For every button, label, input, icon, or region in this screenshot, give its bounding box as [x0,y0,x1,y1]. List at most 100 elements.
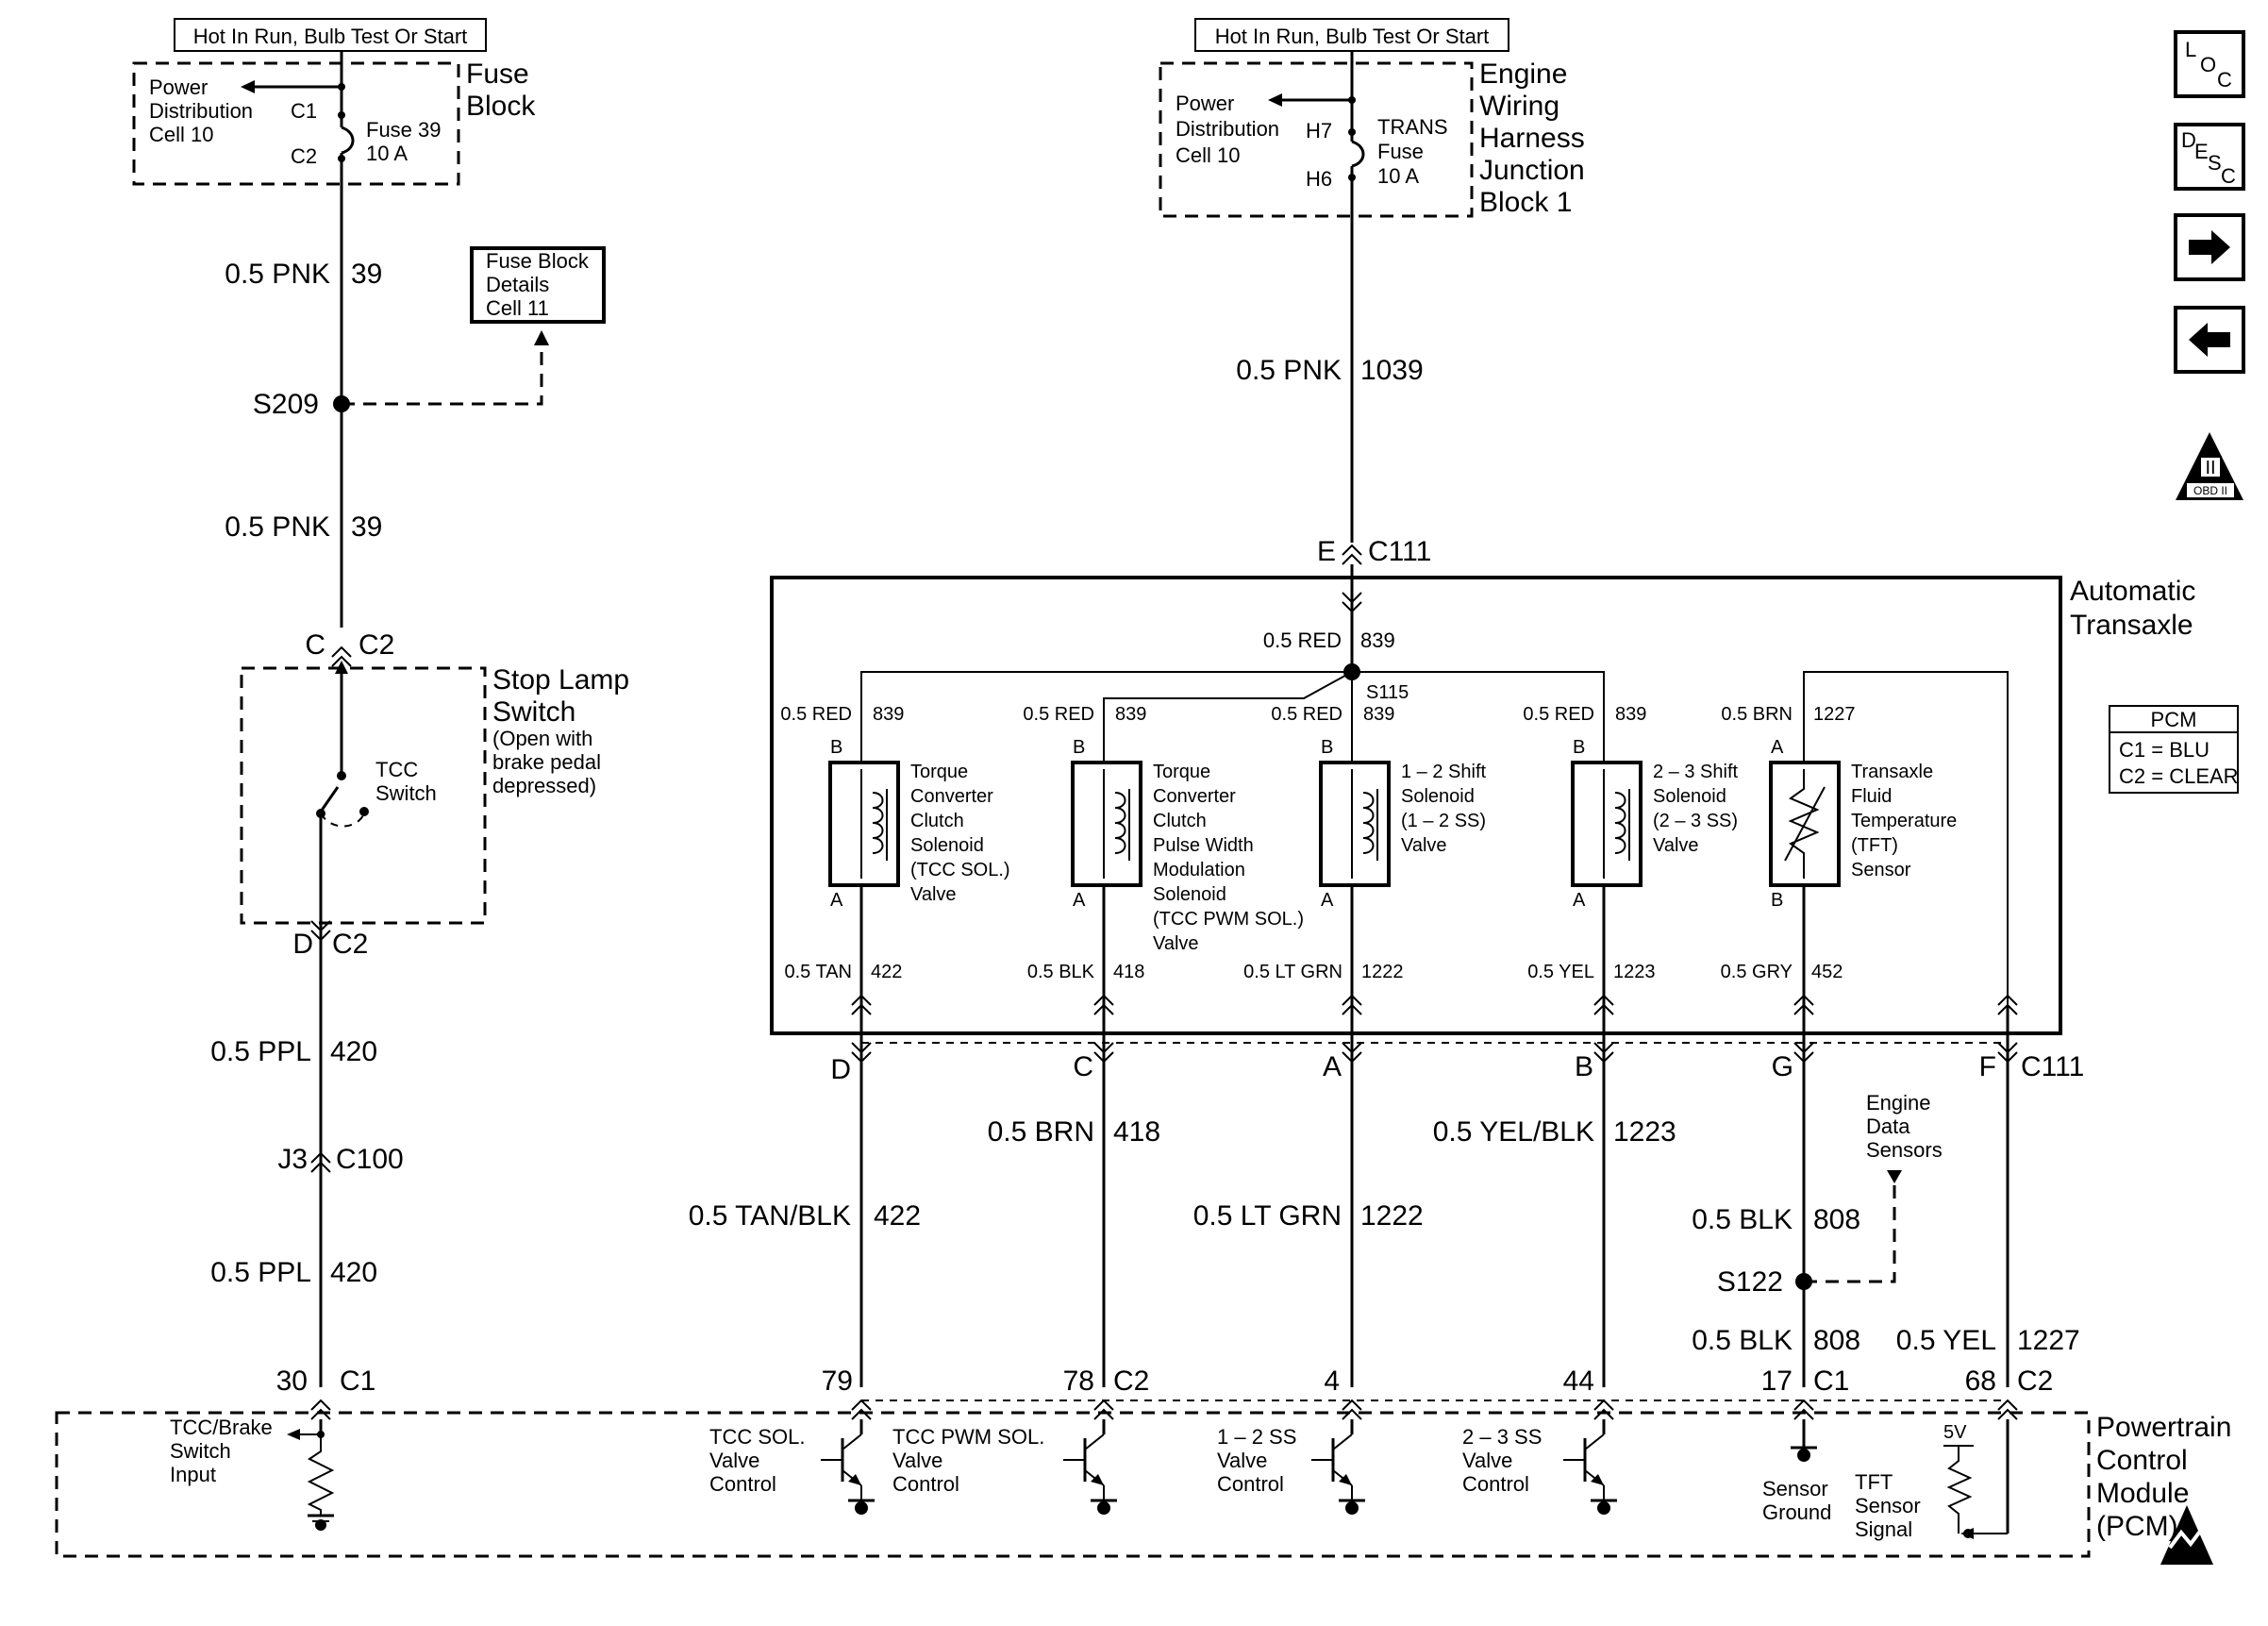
jb-power-2: Distribution [1176,117,1279,141]
junction-block-box [1159,61,1474,218]
previous-page-button[interactable] [2174,306,2245,374]
switch-arrow [335,661,348,674]
hot-label-left: Hot In Run, Bulb Test Or Start [193,25,468,48]
eds-arrow [1887,1170,1902,1183]
sg-1: Sensor [1762,1477,1828,1500]
c111-e-pin: E [1317,536,1336,567]
prev-box[interactable] [2174,306,2245,374]
c5-label-0: Transaxle [1851,762,1933,782]
d3-2: Valve [1217,1449,1267,1472]
c2-top-pin: B [1073,737,1085,758]
d2-2: Valve [892,1449,942,1472]
c3-label-2: (1 – 2 SS) [1401,811,1486,831]
loc-box[interactable] [2174,30,2245,98]
d3-collector [1332,1433,1353,1450]
jb-h6: H6 [1306,167,1332,191]
v5-label: 5V [1943,1422,1967,1443]
w1222-color: 0.5 LT GRN [1193,1200,1342,1232]
fb-node [338,83,345,91]
jb-power-3: Cell 10 [1176,143,1240,167]
d2-ground-dot [1097,1501,1110,1515]
w4-color: 0.5 PPL [210,1257,311,1288]
pcm-conn-icon-4 [1342,1399,1362,1420]
w418-color: 0.5 BRN [988,1116,1094,1148]
s122-splice [1795,1273,1812,1290]
c3-top-pin: B [1321,737,1333,758]
fuse-block-box [132,61,460,186]
obd-ii-button[interactable]: II OBD II [2176,432,2243,500]
description-button[interactable]: D E S C [2174,123,2245,191]
conn-top: C2 [359,629,394,661]
pcm-conn-icon-78 [1093,1399,1114,1420]
sls-note-3: depressed) [492,774,596,797]
c111-pin-f: F [1979,1051,1996,1082]
d1-arrow [848,1474,861,1485]
c111-pin-d: D [830,1054,851,1085]
c111-pin-g: G [1772,1051,1793,1082]
conn-bot: C2 [332,929,368,960]
eds-3: Sensors [1866,1138,1943,1162]
c4-top-color: 0.5 RED [1523,704,1594,725]
transaxle-box [770,576,2062,1035]
c3-bot-num: 1222 [1361,962,1404,982]
location-button[interactable]: L O C [2174,30,2245,98]
c5-label-3: (TFT) [1851,835,1898,856]
pcm-pin-68: 68 [1965,1366,1996,1397]
pcm-pin-44: 44 [1563,1366,1594,1397]
sg-ground-dot [1797,1449,1810,1462]
arrow-left-icon [2189,323,2230,357]
c1-label-3: Solenoid [910,835,984,856]
w2-color: 0.5 PNK [225,511,330,543]
pcm-conn-icon-17 [1793,1399,1814,1420]
desc-box[interactable] [2174,123,2245,191]
fuse-details-box [470,246,606,324]
next-box[interactable] [2174,213,2245,281]
jb-title-3: Harness [1479,123,1585,154]
c5-bot-num: 452 [1811,962,1843,982]
jb-arrow-head [1268,93,1282,107]
w1039-color: 0.5 PNK [1236,355,1342,386]
shift-solenoid-1-2: 0.5 RED 839 B A 1 – 2 Shift Solenoid (1 … [1243,704,1486,982]
pcm-pin-78: 78 [1063,1366,1094,1397]
c3-bot-pin: A [1321,890,1334,911]
pcm-title-2: Control [2096,1445,2188,1476]
d4-3: Control [1462,1472,1529,1496]
w3-num: 420 [330,1036,377,1067]
tx-pwm-feed [1103,671,1353,763]
tx-title-1: Automatic [2070,576,2195,607]
tcc-in-2: Switch [170,1439,231,1463]
c2-label-3: Pulse Width [1153,835,1254,856]
c2-label-7: Valve [1153,933,1199,954]
pcm-conn-c2b: C2 [2017,1366,2053,1397]
pcm-conn-c2a: C2 [1113,1366,1149,1397]
pcm-title-3: Module [2096,1478,2189,1509]
pcm-title-1: Powertrain [2096,1412,2231,1443]
fuse-block-title-1: Fuse [466,59,529,90]
pcm-box [55,1411,2091,1558]
d3-arrow [1339,1474,1352,1485]
c4-label-0: 2 – 3 Shift [1653,762,1739,782]
c2-top-color: 0.5 RED [1023,704,1094,725]
c1-label-5: Valve [910,884,957,905]
c2-bot-pin: A [1073,890,1086,911]
w4-num: 420 [330,1257,377,1288]
next-page-button[interactable] [2174,213,2245,281]
c5-thermal-arrow [1784,786,1826,862]
c2-label-5: Solenoid [1153,884,1226,905]
jb-title-5: Block 1 [1479,187,1572,218]
c111-pin-c: C [1073,1051,1093,1082]
c2-label-2: Clutch [1153,811,1207,831]
jb-h7-node [1348,128,1356,136]
w422-num: 422 [874,1200,921,1232]
c3-label-3: Valve [1401,835,1447,856]
conn-c111-top-icon [1342,544,1362,565]
obd-2: OBD II [2193,484,2227,497]
pcm-driver-2-3-ss: 2 – 3 SS Valve Control [1462,1419,1617,1515]
d2-1: TCC PWM SOL. [892,1425,1044,1449]
fb-c1-node [338,111,345,119]
in-arrow [287,1429,300,1440]
w808a-num: 808 [1813,1204,1860,1235]
pcm-conn-c1a: C1 [340,1366,375,1397]
c1-bot-num: 422 [871,962,902,982]
